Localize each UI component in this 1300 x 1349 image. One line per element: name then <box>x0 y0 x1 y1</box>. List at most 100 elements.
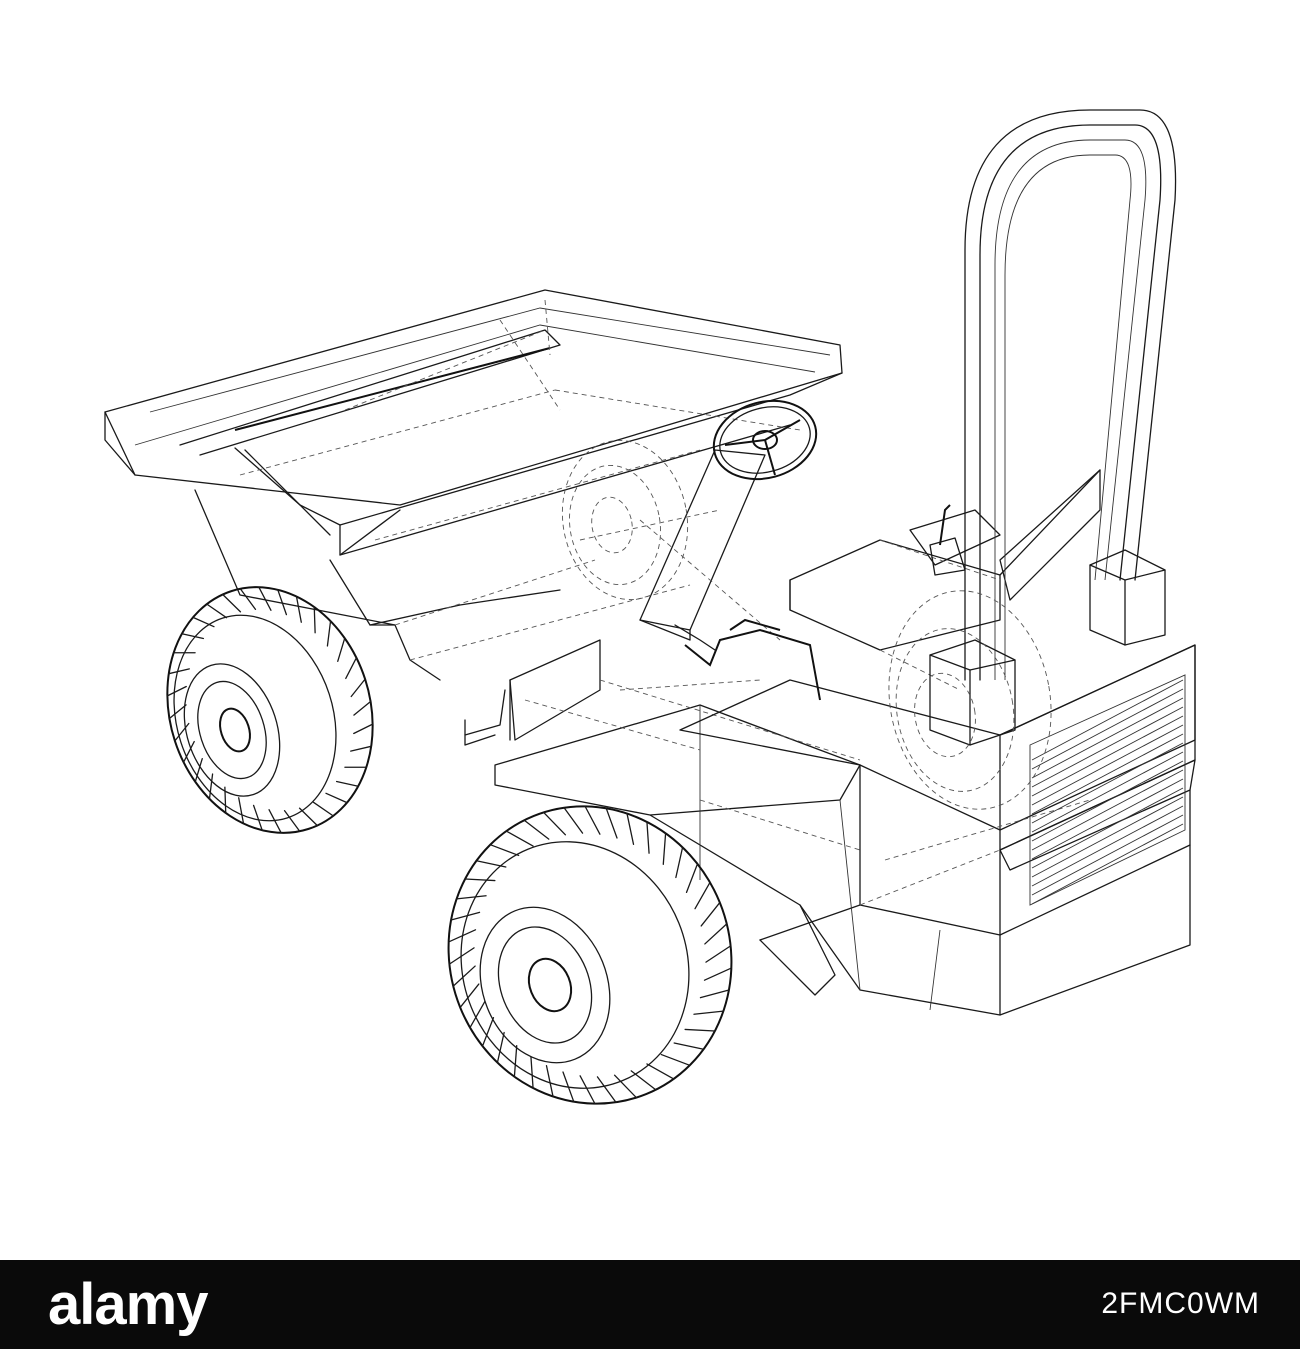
steering-wheel-icon <box>712 399 818 481</box>
grille-slat <box>1031 769 1184 851</box>
tire-tread-lug <box>313 606 316 634</box>
tire-tread-lug <box>513 1045 518 1078</box>
tire-tread-lug <box>630 1070 657 1091</box>
grille-slat <box>1031 814 1184 896</box>
tire-tread-lug <box>464 878 496 882</box>
tire-tread-lug <box>496 1031 505 1064</box>
tire-tread-lug <box>353 723 374 735</box>
tire-tread-lug <box>673 1042 705 1050</box>
tire-tread-lug <box>206 603 228 619</box>
tire-tread-lug <box>192 616 215 628</box>
tire-tread-lug <box>168 668 190 675</box>
tire-tread-lug <box>530 1056 534 1089</box>
tire-tread-lug <box>452 965 476 987</box>
tire-tread-lug <box>166 685 187 697</box>
tire-tread-lug <box>295 595 302 623</box>
tire-tread-lug <box>662 832 667 865</box>
tire-tread-lug <box>489 844 520 857</box>
tire-tread-lug <box>684 1028 716 1032</box>
tire-tread-lug <box>326 620 332 647</box>
grille-slat <box>1031 724 1184 806</box>
tire-tread-lug <box>268 809 282 834</box>
tire-tread-lug <box>345 657 358 680</box>
footer-bar: alamy 2FMC0WM <box>0 1260 1300 1349</box>
tire-tread-lug <box>545 1065 554 1098</box>
tire-tread-lug <box>584 805 601 835</box>
tire-tread-lug <box>283 809 301 832</box>
tire-tread-lug <box>694 881 711 910</box>
operator-deck <box>579 449 1101 701</box>
tire-tread-lug <box>224 786 227 814</box>
image-id-label: 2FMC0WM <box>1101 1287 1260 1320</box>
tire-tread-lug <box>194 757 203 783</box>
tire-tread-lug <box>325 792 348 804</box>
grille-slat <box>1031 679 1184 761</box>
grille-slat <box>1031 706 1184 788</box>
tire-tread-lug <box>448 947 475 965</box>
tire-tread-lug <box>579 1075 596 1105</box>
tire-tread-lug <box>258 586 272 611</box>
tire-tread-lug <box>239 588 257 611</box>
tire-tread-lug <box>675 846 684 879</box>
tire-tread-lug <box>181 633 205 640</box>
tire-tread-lug <box>448 929 477 943</box>
tire-tread-lug <box>469 1000 486 1029</box>
tire-tread-lug <box>704 923 728 945</box>
tire-tread-lug <box>505 830 534 847</box>
tire-tread-lug <box>238 797 245 825</box>
tire-tread-lug <box>208 773 214 800</box>
tire-tread-lug <box>693 1010 725 1015</box>
tire-tread-lug <box>700 901 721 927</box>
tire-tread-lug <box>563 807 584 834</box>
tire-tread-lug <box>350 745 372 752</box>
tire-tread-lug <box>562 1071 575 1103</box>
tire-tread-lug <box>543 811 567 836</box>
tire-tread-lug <box>252 804 263 831</box>
grille-slat <box>1031 715 1184 797</box>
tire-tread-lug <box>475 860 507 868</box>
rear-hidden-wheel-right <box>888 590 1052 810</box>
grille-slat <box>1031 697 1184 779</box>
tire-tread-lug <box>523 819 550 840</box>
front-left-wheel <box>166 586 374 834</box>
grille-slat <box>1031 823 1184 905</box>
tire-tread-lug <box>450 911 481 921</box>
tire-tread-lug <box>459 983 480 1009</box>
tire-tread-lug <box>699 989 730 999</box>
tire-tread-lug <box>350 678 366 698</box>
tire-tread-lug <box>277 589 288 616</box>
grille-slat <box>1031 742 1184 824</box>
tire-tread-lug <box>312 801 334 817</box>
grille-slat <box>1031 796 1184 878</box>
tire-tread-lug <box>703 967 732 981</box>
engine-body <box>679 644 1196 1016</box>
tire-tread-lug <box>596 1076 617 1103</box>
tire-tread-lug <box>705 945 732 963</box>
dump-bucket <box>104 289 843 681</box>
tire-tread-lug <box>605 807 618 839</box>
tire-tread-lug <box>168 704 187 720</box>
roll-bar <box>929 109 1177 746</box>
tire-tread-lug <box>613 1074 637 1099</box>
dumper-truck-wireframe-icon <box>104 109 1196 1105</box>
tire-tread-lug <box>481 1016 495 1047</box>
illustration-canvas <box>104 109 1196 1105</box>
tire-tread-lug <box>353 700 372 716</box>
tire-tread-lug <box>335 780 359 787</box>
grille-slat <box>1031 688 1184 770</box>
rear-hidden-wheel-left <box>561 440 689 600</box>
chassis-frame <box>464 639 861 996</box>
tire-tread-lug <box>660 1053 691 1066</box>
tire-tread-lug <box>337 637 346 663</box>
grille-slat <box>1031 805 1184 887</box>
tire-tread-lug <box>174 722 190 742</box>
tire-tread-lug <box>222 593 242 613</box>
tire-tread-lug <box>646 821 650 854</box>
grille-slat <box>1031 787 1184 869</box>
grille-slat <box>1031 760 1184 842</box>
front-right-wheel <box>447 805 733 1105</box>
grille-slat <box>1031 733 1184 815</box>
tire-tread-lug <box>626 812 635 845</box>
grille-slat <box>1031 778 1184 860</box>
brand-logo[interactable]: alamy <box>48 1272 208 1337</box>
